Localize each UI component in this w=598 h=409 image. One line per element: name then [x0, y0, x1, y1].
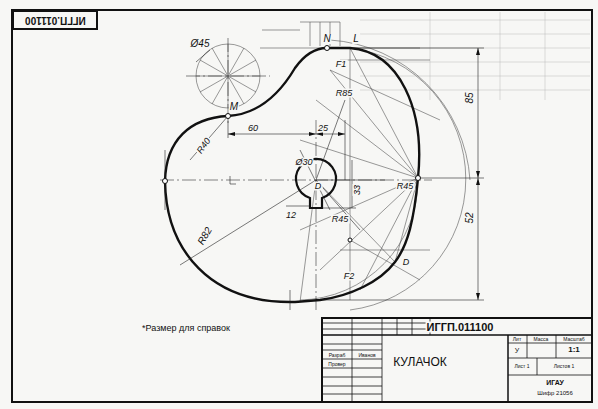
dimension-text: Ø30	[294, 158, 313, 167]
title-block-text: Шифр 21056	[536, 390, 573, 396]
dimension-text: R40	[195, 136, 213, 156]
dimension-text: F1	[335, 60, 348, 69]
title-block-text: 1:1	[567, 346, 581, 354]
dimension-text: R85	[335, 89, 354, 98]
title-block-text: Листов 1	[553, 364, 575, 369]
title-block-text: Лит	[512, 337, 522, 342]
dimension-text: R82	[196, 225, 215, 248]
dimension-text: 52	[465, 211, 475, 224]
dimension-text: M	[229, 102, 239, 112]
title-block-text: КУЛАЧОК	[392, 356, 448, 368]
dimension-text: R45	[396, 182, 415, 191]
dimension-text: 25	[317, 124, 329, 133]
note-text: *Размер для справок	[141, 324, 231, 333]
dimension-text: R45	[331, 215, 350, 224]
dimension-text: D	[402, 258, 411, 267]
title-block-text: Масса	[533, 337, 550, 342]
title-block-text: У	[514, 347, 520, 354]
dimension-text: 60	[247, 124, 259, 133]
dimension-text: D	[314, 182, 323, 191]
dimension-text: L	[352, 34, 360, 44]
title-block-text: Масштаб	[562, 337, 585, 342]
dimension-text: 33	[353, 184, 362, 196]
dimension-text: 85	[465, 91, 475, 104]
title-block-text: Лист 1	[513, 364, 530, 369]
dimension-text: N	[322, 34, 331, 44]
dimension-text: F2	[343, 272, 356, 281]
title-block-text: ИГГП.011100	[426, 322, 495, 333]
drawing-stamp: ИГГП.011100	[12, 10, 98, 30]
title-block-text: ИГАУ	[545, 379, 565, 386]
dimension-text: Ø45	[190, 39, 211, 49]
title-block-text: Разраб	[328, 353, 347, 358]
stamp-text: ИГГП.011100	[25, 15, 86, 26]
title-block-text: Иванов	[357, 353, 376, 358]
title-block-text: Провер	[327, 362, 346, 367]
dimension-text: 12	[285, 211, 297, 220]
